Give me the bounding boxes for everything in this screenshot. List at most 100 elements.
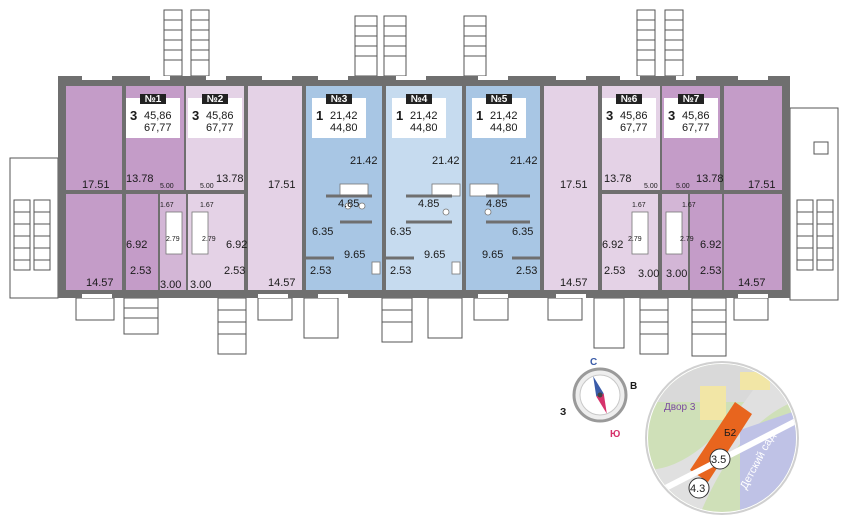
apartment-living-area: 45,86 (620, 110, 648, 122)
room-area-label: 2.53 (224, 265, 245, 277)
apartment-rooms: 1 (316, 108, 323, 123)
map-yard-label: Двор 3 (664, 402, 696, 413)
bathroom-fixtures (165, 183, 683, 275)
room-area-label: 13.78 (604, 173, 632, 185)
room-area-label: 17.51 (268, 179, 296, 191)
room-area-label: 14.57 (738, 277, 766, 289)
room-area-label: 17.51 (560, 179, 588, 191)
apartment-number: №2 (207, 94, 224, 105)
bottom-entrances (75, 297, 769, 357)
compass-south-label: Ю (610, 429, 620, 440)
apartment-living-area: 21,42 (490, 110, 518, 122)
apartment-number: №7 (683, 94, 700, 105)
apartment-living-area: 45,86 (206, 110, 234, 122)
map-building-label: Б2 (724, 428, 737, 439)
room-area-label: 2.79 (202, 236, 216, 243)
room-area-label: 2.53 (604, 265, 625, 277)
room-area-label: 1.67 (200, 202, 214, 209)
room-area-label: 6.35 (312, 226, 333, 238)
side-stairs-left (9, 157, 59, 299)
room-area-label: 21.42 (350, 155, 378, 167)
room-area-label: 3.00 (160, 279, 181, 291)
apartment-rooms: 1 (396, 108, 403, 123)
apartment-rooms: 3 (192, 108, 199, 123)
apartment-number-tag (678, 94, 704, 104)
apartment-total-area: 67,77 (620, 122, 648, 134)
apartment-number: №6 (621, 94, 638, 105)
apartment-number: №5 (491, 94, 508, 105)
room-area-label: 6.35 (512, 226, 533, 238)
apartment-card[interactable] (664, 98, 718, 138)
apartment-number-tag (140, 94, 166, 104)
apartment-total-area: 67,77 (144, 122, 172, 134)
apartment-rooms: 1 (476, 108, 483, 123)
apartment-number: №3 (331, 94, 348, 105)
room-area-label: 9.65 (344, 249, 365, 261)
room-area-label: 2.79 (166, 236, 180, 243)
apartment-number-tag (202, 94, 228, 104)
apartment-number-tag (326, 94, 352, 104)
apartment-number: №4 (411, 94, 428, 105)
compass-north-needle (593, 376, 604, 397)
room-area-label: 2.53 (130, 265, 151, 277)
apartment-card[interactable] (312, 98, 366, 138)
apartment-total-area: 44,80 (490, 122, 518, 134)
apartment-number: №1 (145, 94, 162, 105)
room-area-label: 3.00 (666, 268, 687, 280)
room-area-label: 14.57 (86, 277, 114, 289)
apartment-card[interactable] (392, 98, 446, 138)
location-map: Двор 3 Б2 Детский сад 3.5 4.3 (645, 361, 799, 515)
apartment-living-area: 45,86 (682, 110, 710, 122)
compass-east-label: В (630, 381, 637, 392)
side-stairs-right (789, 107, 839, 301)
apartment-total-area: 67,77 (682, 122, 710, 134)
room-area-label: 4.85 (486, 198, 507, 210)
room-area-label: 6.92 (126, 239, 147, 251)
room-area-labels: 17.5114.5713.785.001.672.796.922.533.001… (82, 155, 776, 291)
room-area-label: 2.53 (390, 265, 411, 277)
apartment-living-area: 21,42 (330, 110, 358, 122)
compass-west-label: З (560, 407, 566, 418)
room-area-label: 5.00 (644, 183, 658, 190)
room-area-label: 13.78 (696, 173, 724, 185)
map-marker-1 (709, 448, 731, 470)
apartment-living-area: 21,42 (410, 110, 438, 122)
apartment-number-tag (616, 94, 642, 104)
apartment-card[interactable] (472, 98, 526, 138)
apartment-total-area: 44,80 (330, 122, 358, 134)
map-marker-2-label: 4.3 (690, 483, 705, 495)
room-area-label: 4.85 (338, 198, 359, 210)
room-area-label: 2.79 (628, 236, 642, 243)
room-area-label: 14.57 (560, 277, 588, 289)
windows (82, 76, 768, 298)
apartment-rooms: 3 (668, 108, 675, 123)
apartment-rooms: 3 (130, 108, 137, 123)
compass: С В З Ю (560, 357, 637, 440)
map-marker-2 (688, 477, 710, 499)
room-area-label: 2.53 (700, 265, 721, 277)
compass-north-label: С (590, 357, 597, 368)
apartment-number-tag (406, 94, 432, 104)
room-area-label: 13.78 (216, 173, 244, 185)
apartment-card[interactable] (602, 98, 656, 138)
room-area-label: 9.65 (482, 249, 503, 261)
room-area-label: 5.00 (200, 183, 214, 190)
compass-south-needle (596, 393, 607, 414)
top-stairs (163, 9, 684, 77)
apartment-card[interactable] (126, 98, 180, 138)
room-area-label: 17.51 (82, 179, 110, 191)
room-area-label: 9.65 (424, 249, 445, 261)
apartment-total-area: 44,80 (410, 122, 438, 134)
apartment-card[interactable] (188, 98, 242, 138)
room-area-label: 5.00 (676, 183, 690, 190)
room-area-label: 3.00 (638, 268, 659, 280)
room-area-label: 1.67 (632, 202, 646, 209)
map-building (690, 402, 752, 482)
room-area-label: 6.92 (602, 239, 623, 251)
room-area-label: 14.57 (268, 277, 296, 289)
room-area-label: 1.67 (682, 202, 696, 209)
room-area-label: 2.53 (310, 265, 331, 277)
room-area-label: 1.67 (160, 202, 174, 209)
apartment-living-area: 45,86 (144, 110, 172, 122)
room-area-label: 4.85 (418, 198, 439, 210)
